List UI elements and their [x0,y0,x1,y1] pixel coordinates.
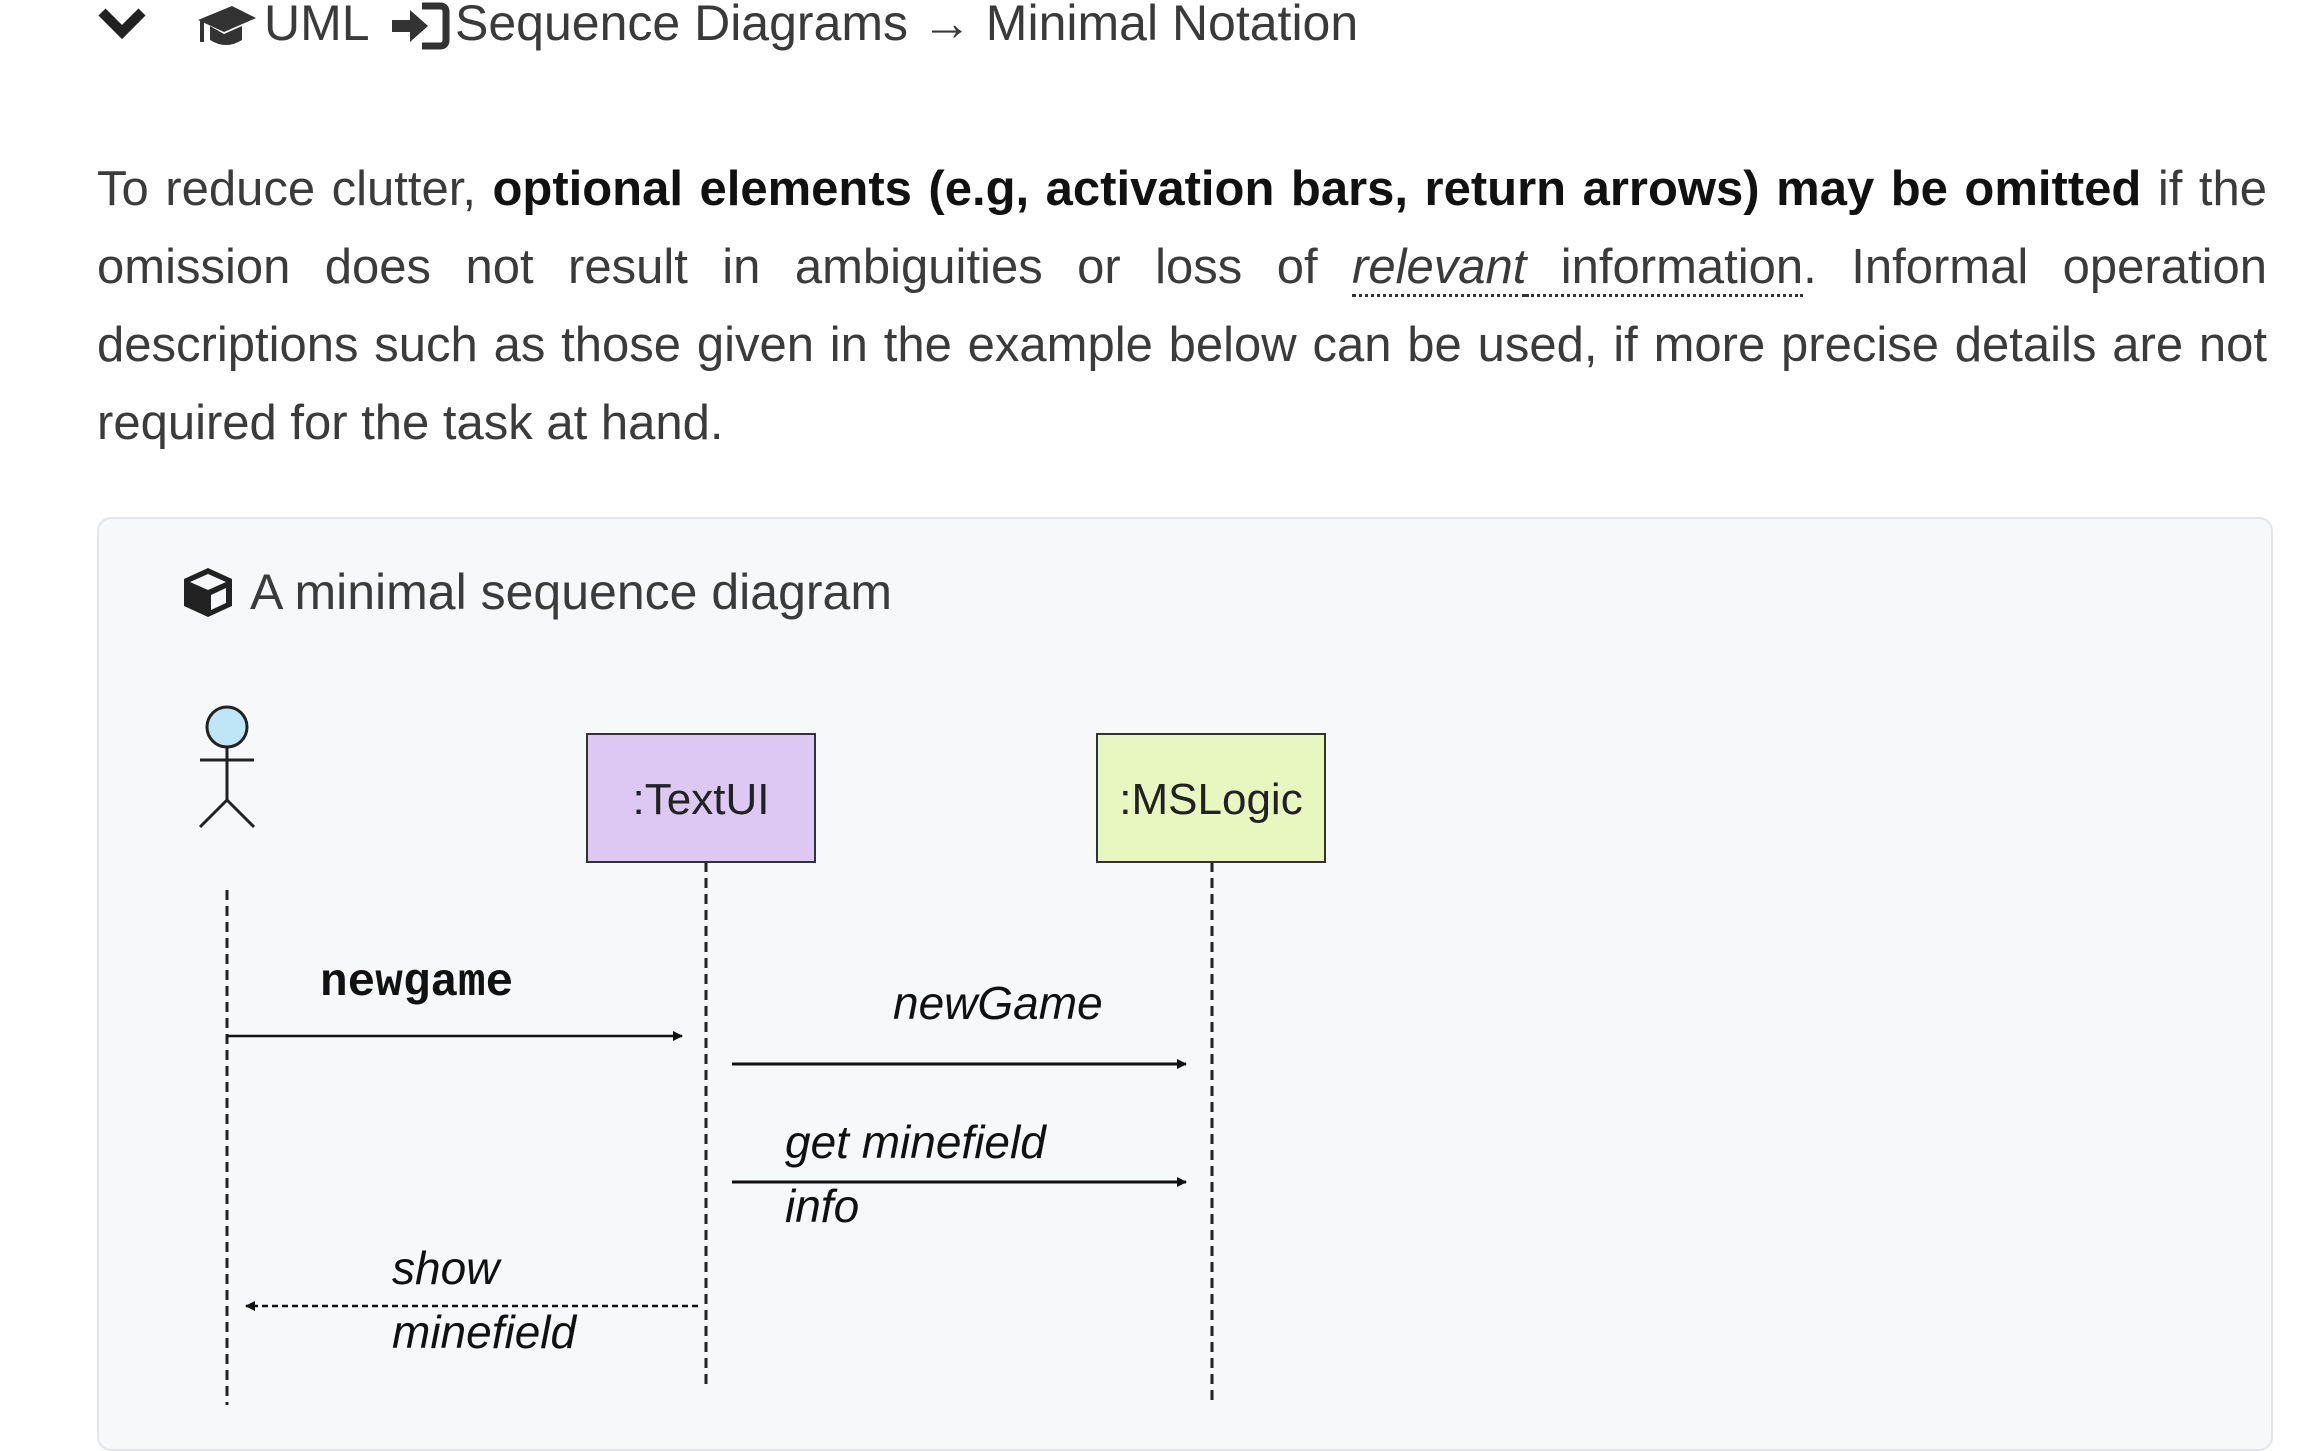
actor-figure [198,705,256,829]
para-text-2: if the omission does not result in ambig… [97,162,2267,294]
breadcrumb: UML Sequence Diagrams → Minimal Notation [0,0,1500,60]
breadcrumb-uml: UML [264,0,370,51]
message-show-label-1: show [392,1242,502,1294]
message-getminefield-label-2: info [785,1180,859,1232]
card-title-text: A minimal sequence diagram [250,564,892,620]
information-term[interactable]: information [1526,240,1804,297]
cube-icon [184,568,232,617]
message-show-label-2: minefield [392,1306,578,1358]
para-bold: optional elements (e.g, activation bars,… [492,162,2142,216]
mslogic-label: :MSLogic [1119,775,1302,824]
page-title: Sequence Diagrams → Minimal Notation [455,0,1359,51]
textui-label: :TextUI [633,775,770,824]
textui-box [586,733,816,863]
card-title: A minimal sequence diagram [180,563,892,621]
chevron-down-icon[interactable] [96,6,148,40]
mslogic-box [1096,733,1326,863]
message-getminefield-label-1: get minefield [785,1116,1047,1168]
message-newgame-label: newgame [320,957,513,1009]
intro-paragraph: To reduce clutter, optional elements (e.… [97,150,2267,462]
para-text-1: To reduce clutter, [97,162,493,216]
sign-in-icon [392,2,450,50]
relevant-term[interactable]: relevant [1352,240,1527,297]
example-card [97,517,2273,1451]
graduation-cap-icon [198,6,256,45]
message-newGame-label: newGame [893,977,1103,1029]
para-text-3: . Informal operation descriptions such a… [97,240,2267,450]
